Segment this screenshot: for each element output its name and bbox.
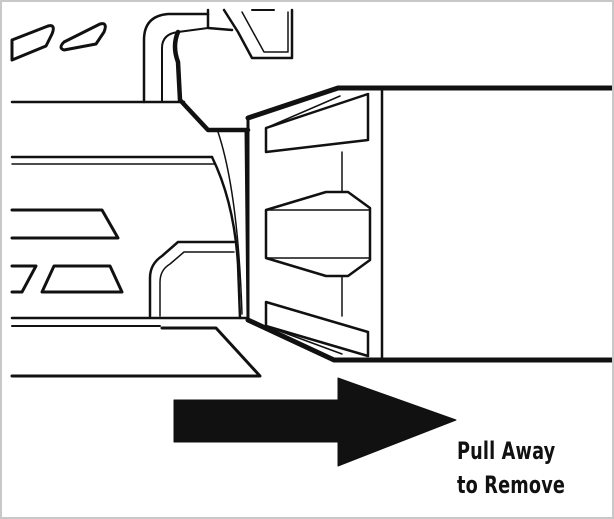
instruction-caption: Pull Away to Remove bbox=[457, 434, 580, 502]
tool-neck bbox=[172, 29, 251, 322]
tool-handle bbox=[142, 8, 294, 104]
tool-body bbox=[10, 100, 262, 378]
caption-line-1: Pull Away bbox=[457, 437, 556, 465]
caption-line-2: to Remove bbox=[457, 471, 566, 499]
battery-pack bbox=[245, 85, 612, 363]
tool-vents-top bbox=[10, 22, 107, 62]
arrow-right-icon bbox=[173, 377, 457, 467]
